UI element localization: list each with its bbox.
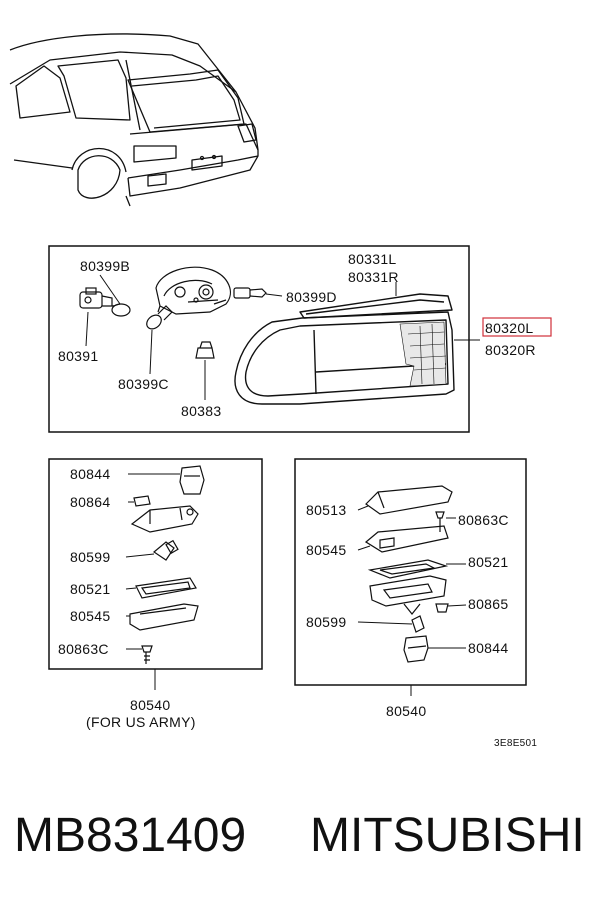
diagram-code: 3E8E501 [494,738,537,749]
label-80521-right: 80521 [468,554,508,570]
left-parts-icons [129,465,205,664]
label-80863C-left: 80863C [58,641,109,657]
footer: MB831409 MITSUBISHI [0,800,600,880]
label-80383: 80383 [181,403,221,419]
label-80599-right: 80599 [306,614,346,630]
label-80513-right: 80513 [306,502,346,518]
label-80540-left: 80540 [130,697,170,713]
label-80844-right: 80844 [468,640,508,656]
label-80864-left: 80864 [70,494,110,510]
brand-name: MITSUBISHI [310,809,585,862]
label-80545-right: 80545 [306,542,346,558]
clip-80383-icon [195,341,215,359]
label-80399D: 80399D [286,289,337,305]
label-80540-right: 80540 [386,703,426,719]
bulb-80399D-icon [233,287,267,299]
lamp-lens-80320-icon [234,293,455,405]
label-80331R: 80331R [348,269,399,285]
highlight-80320L [482,317,552,337]
label-80545-left: 80545 [70,608,110,624]
socket-80399B-icon [155,266,231,315]
rear-lamp-assembly-box: 80399B 80391 80399C 80383 80331L 80331R … [48,245,552,433]
label-for-us-army: (FOR US ARMY) [86,714,196,730]
car-illustration [9,33,259,207]
label-80320L: 80320L [485,320,534,336]
label-80863C-right: 80863C [458,512,509,528]
label-80391: 80391 [58,348,98,364]
license-lamp-us-army-box: 80844 80864 80599 80521 80545 80863C 805… [48,458,263,730]
diagram-svg: 80399B 80391 80399C 80383 80331L 80331R … [9,33,552,749]
label-80320R: 80320R [485,342,536,358]
label-80521-left: 80521 [70,581,110,597]
right-parts-icons [364,485,453,663]
label-80865-right: 80865 [468,596,508,612]
label-80331L: 80331L [348,251,397,267]
license-lamp-box: 80513 80863C 80545 80521 80865 80599 808… [294,458,527,719]
bulb-80391-icon [79,287,131,317]
label-80599-left: 80599 [70,549,110,565]
part-number: MB831409 [14,809,247,862]
label-80844-left: 80844 [70,466,110,482]
label-80399B: 80399B [80,258,130,274]
bulb-80399C-icon [146,305,173,330]
label-80399C: 80399C [118,376,169,392]
